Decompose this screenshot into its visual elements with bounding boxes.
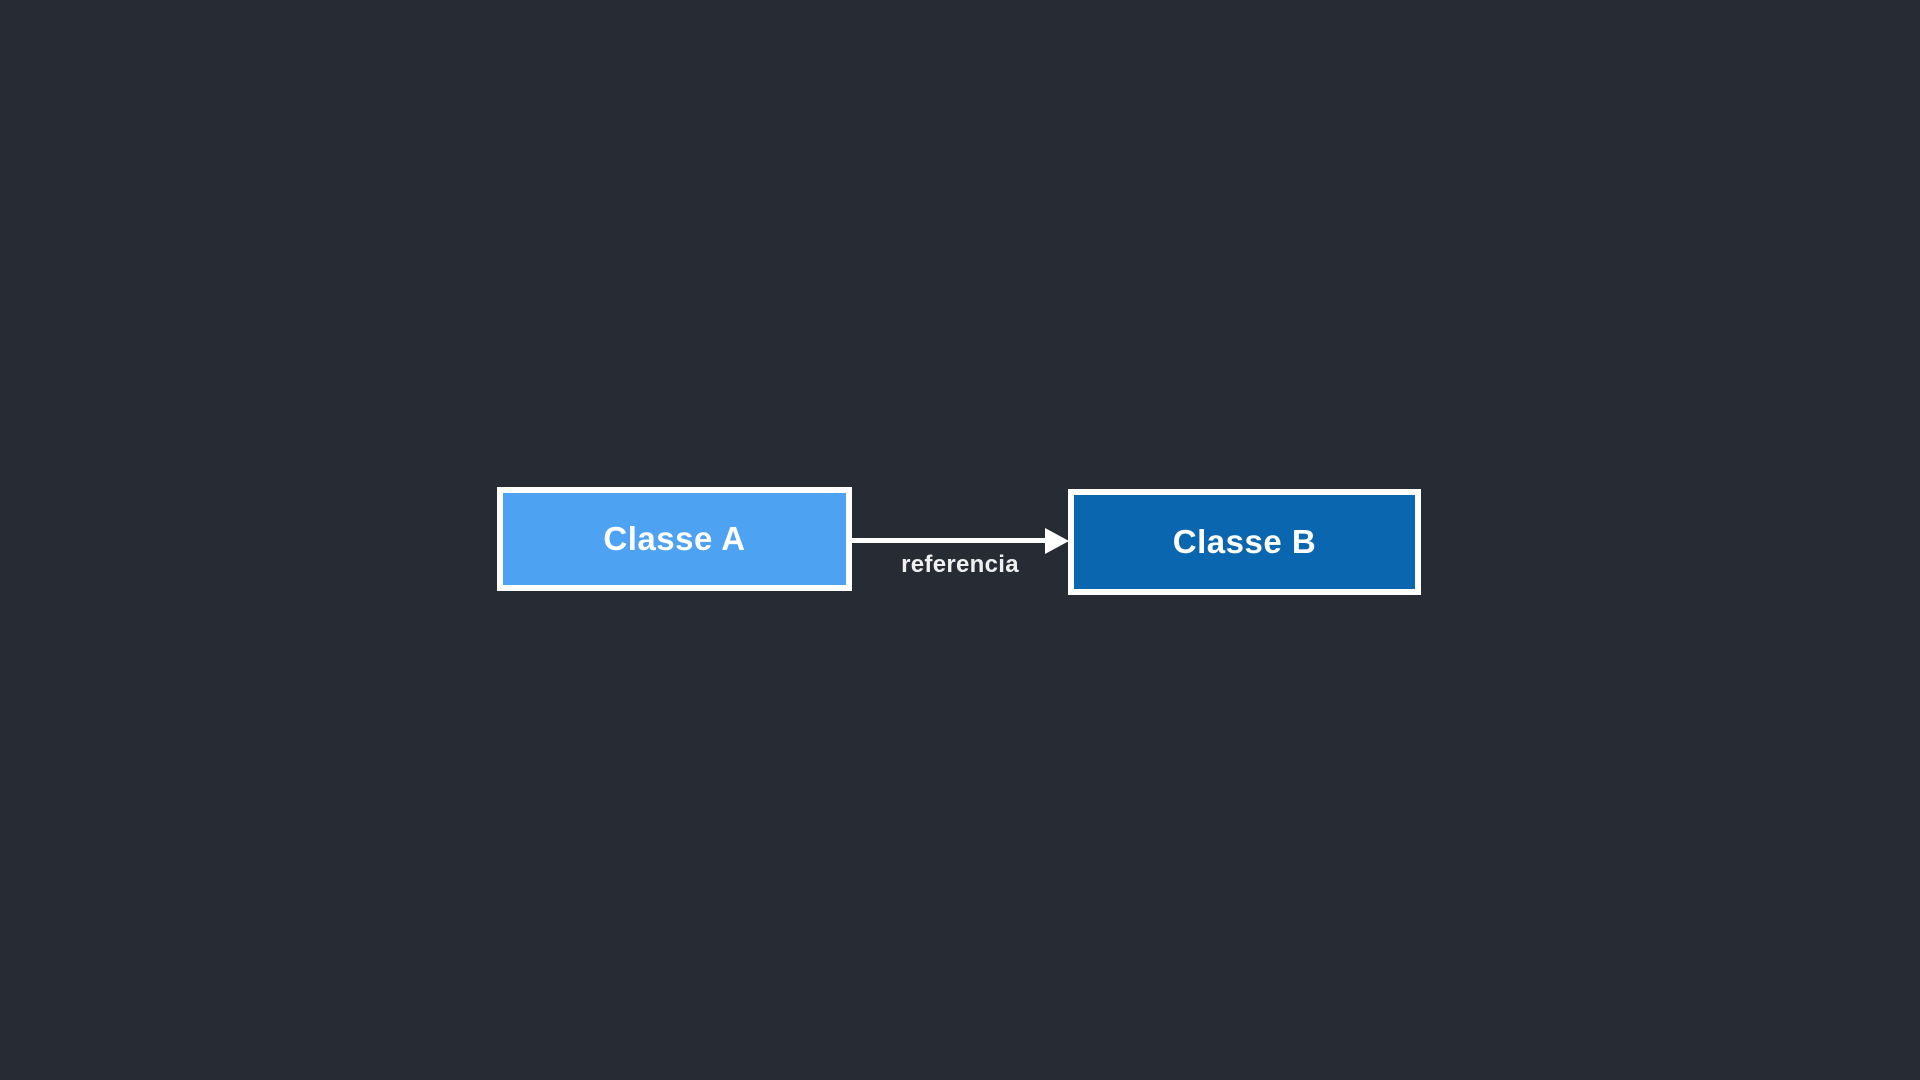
node-classe-b-label: Classe B [1172,523,1317,560]
edge-line [852,538,1048,543]
node-classe-a-label: Classe A [603,520,746,557]
node-classe-a: Classe A [497,487,852,591]
arrowhead-right-icon [1045,528,1069,554]
edge-label: referencia [901,551,1019,578]
node-classe-b: Classe B [1068,489,1421,595]
